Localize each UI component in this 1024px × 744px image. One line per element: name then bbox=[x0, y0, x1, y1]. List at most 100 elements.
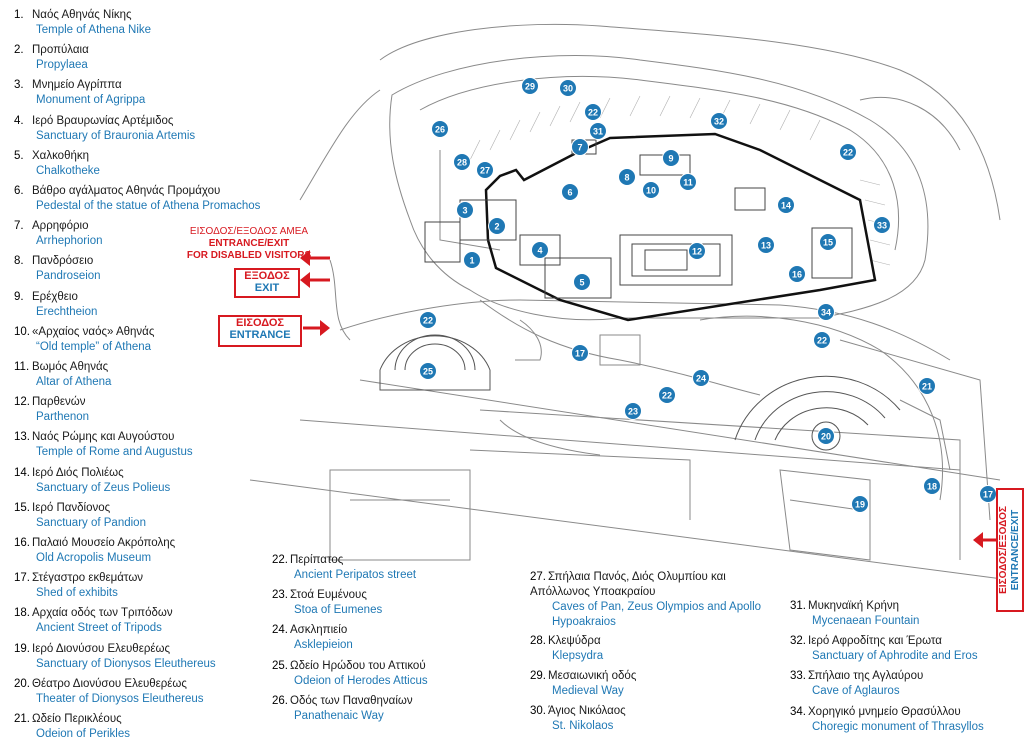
legend-item-27: 27.Σπήλαια Πανός, Διός Ολυμπίου και Απόλ… bbox=[530, 570, 770, 630]
marker-13: 13 bbox=[757, 236, 775, 254]
exit-sign: ΕΞΟΔΟΣ EXIT bbox=[234, 268, 300, 298]
marker-circle bbox=[710, 112, 728, 130]
legend-greek-name: Μυκηναϊκή Κρήνη bbox=[808, 600, 900, 612]
marker-22: 22 bbox=[419, 311, 437, 329]
legend-number: 19. bbox=[14, 642, 30, 655]
monument-footprints bbox=[424, 139, 853, 299]
legend-english-name: Panathenaic Way bbox=[294, 709, 384, 722]
marker-circle bbox=[662, 149, 680, 167]
legend-greek-name: Μνημείο Αγρίππα bbox=[32, 79, 122, 92]
marker-circle bbox=[658, 386, 676, 404]
marker-8: 8 bbox=[618, 168, 636, 186]
marker-29: 29 bbox=[521, 77, 539, 95]
marker-label: 31 bbox=[593, 127, 603, 137]
marker-label: 20 bbox=[821, 432, 831, 442]
legend-greek-name: Βωμός Αθηνάς bbox=[32, 361, 109, 373]
legend-greek-name: Ωδείο Περικλέους bbox=[32, 713, 122, 725]
marker-circle bbox=[561, 183, 579, 201]
theater-dionysos bbox=[734, 375, 901, 451]
legend-number: 16. bbox=[14, 537, 30, 549]
exit-sign-greek: ΕΞΟΔΟΣ bbox=[244, 270, 290, 282]
legend-greek-name: Περίπατος bbox=[290, 554, 344, 566]
marker-1: 1 bbox=[463, 251, 481, 269]
legend-number: 17. bbox=[14, 572, 30, 585]
legend-english-name: Cave of Aglauros bbox=[812, 685, 900, 698]
disabled-sign-english-2: FOR DISABLED VISITORS bbox=[186, 250, 312, 261]
legend-english-name: Theater of Dionysos Eleuthereus bbox=[36, 692, 204, 705]
marker-label: 18 bbox=[927, 482, 937, 492]
legend-english-name: Sanctuary of Brauronia Artemis bbox=[36, 129, 196, 142]
marker-21: 21 bbox=[918, 377, 936, 395]
legend-greek-name: Ωδείο Ηρώδου του Αττικού bbox=[290, 659, 426, 672]
legend-greek-name: Άγιος Νικόλαος bbox=[548, 705, 626, 717]
marker-4: 4 bbox=[531, 241, 549, 259]
legend-english-name: Medieval Way bbox=[552, 685, 624, 697]
marker-27: 27 bbox=[476, 161, 494, 179]
marker-circle bbox=[476, 161, 494, 179]
marker-circle bbox=[559, 79, 577, 97]
marker-label: 21 bbox=[922, 382, 932, 392]
legend-english-name: Pandroseion bbox=[36, 270, 101, 283]
legend-greek-name: Ναός Αθηνάς Νίκης bbox=[32, 9, 132, 21]
legend-english-name: Asklepieion bbox=[294, 639, 353, 652]
legend-number: 4. bbox=[14, 114, 24, 127]
marker-circle bbox=[819, 233, 837, 251]
marker-circle bbox=[873, 216, 891, 234]
side-entrance-exit-sign: ΕΙΣΟΔΟΣ/ΕΞΟΔΟΣ ENTRANCE/EXIT bbox=[996, 488, 1024, 612]
legend-number: 22. bbox=[272, 554, 288, 566]
marker-18: 18 bbox=[923, 477, 941, 495]
marker-label: 30 bbox=[563, 84, 573, 94]
legend-greek-name: Ασκληπιείο bbox=[290, 624, 348, 637]
marker-20: 20 bbox=[817, 427, 835, 445]
marker-6: 6 bbox=[561, 183, 579, 201]
legend-english-name: Odeion of Perikles bbox=[36, 728, 130, 740]
legend-number: 15. bbox=[14, 501, 30, 514]
legend-english-name: Arrhephorion bbox=[36, 235, 103, 248]
marker-circle bbox=[456, 201, 474, 219]
legend-greek-name: Ιερό Διονύσου Ελευθερέως bbox=[32, 642, 171, 655]
marker-circle bbox=[813, 331, 831, 349]
marker-circle bbox=[531, 241, 549, 259]
legend-number: 26. bbox=[272, 694, 288, 707]
marker-26: 26 bbox=[431, 120, 449, 138]
marker-12: 12 bbox=[688, 242, 706, 260]
marker-circle bbox=[584, 103, 602, 121]
marker-label: 22 bbox=[588, 108, 598, 118]
legend-greek-name: Παρθενών bbox=[32, 396, 86, 409]
marker-3: 3 bbox=[456, 201, 474, 219]
entrance-sign: ΕΙΣΟΔΟΣ ENTRANCE bbox=[218, 315, 302, 347]
entrance-sign-english: ENTRANCE bbox=[229, 329, 291, 341]
marker-label: 22 bbox=[843, 148, 853, 158]
legend-number: 5. bbox=[14, 149, 24, 162]
legend-number: 20. bbox=[14, 677, 30, 690]
legend-number: 28. bbox=[530, 635, 546, 647]
legend-english-name: “Old temple” of Athena bbox=[36, 340, 152, 353]
legend-greek-name: Αρρηφόριο bbox=[32, 220, 89, 233]
legend-greek-name: Ερέχθειο bbox=[32, 290, 78, 303]
legend-number: 21. bbox=[14, 713, 30, 725]
legend-number: 10. bbox=[14, 325, 30, 338]
marker-label: 24 bbox=[696, 374, 706, 384]
legend-greek-name: Ναός Ρώμης και Αυγούστου bbox=[32, 431, 175, 444]
marker-circle bbox=[817, 427, 835, 445]
marker-19: 19 bbox=[851, 495, 869, 513]
marker-label: 17 bbox=[575, 349, 585, 359]
site-markers: 1234567891011121314151617171819202122222… bbox=[419, 77, 997, 513]
marker-11: 11 bbox=[679, 173, 697, 191]
marker-22: 22 bbox=[584, 103, 602, 121]
legend-number: 9. bbox=[14, 290, 24, 303]
legend-greek-name: Ιερό Διός Πολιέως bbox=[32, 466, 124, 479]
marker-label: 8 bbox=[624, 173, 629, 183]
marker-22: 22 bbox=[658, 386, 676, 404]
legend-english-name: Chalkotheke bbox=[36, 164, 100, 177]
legend-number: 8. bbox=[14, 255, 24, 268]
marker-circle bbox=[431, 120, 449, 138]
